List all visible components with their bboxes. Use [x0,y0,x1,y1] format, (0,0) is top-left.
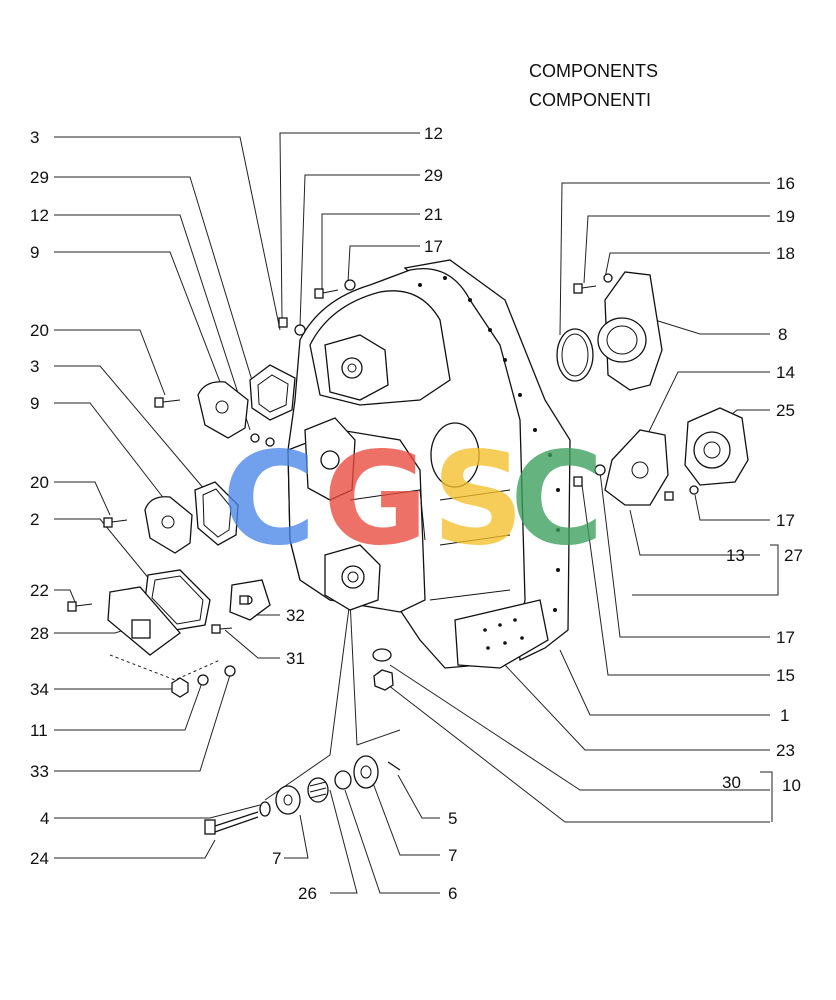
callout-33: 33 [30,762,49,781]
watermark: C G S C [222,425,604,574]
callout-3-upper: 3 [30,128,39,147]
callout-16: 16 [776,174,795,193]
callout-23: 23 [776,741,795,760]
callout-11: 11 [30,721,48,740]
callout-12-left: 12 [30,206,49,225]
callout-29-left: 29 [30,168,49,187]
callout-19: 19 [776,207,795,226]
callout-12-top: 12 [424,124,443,143]
callout-20-upper: 20 [30,321,49,340]
right-side-parts [556,271,749,506]
bottom-parts [204,648,401,835]
top-fasteners [278,279,356,336]
watermark-letter-c-2: C [510,425,604,574]
callout-29-top: 29 [424,166,443,185]
callout-21: 21 [424,205,443,224]
callout-34: 34 [30,680,49,699]
callout-17-top: 17 [424,237,443,256]
left-cover-parts [67,364,296,698]
callout-9-upper: 9 [30,243,39,262]
callout-6: 6 [448,884,457,903]
gearbox-housing [287,259,571,669]
callout-17-right-lower: 17 [776,628,795,647]
callout-10: 10 [782,776,801,795]
callout-32: 32 [286,606,305,625]
callout-13: 13 [726,546,745,565]
callout-8: 8 [778,325,787,344]
callout-4: 4 [40,809,49,828]
callout-20-lower: 20 [30,473,49,492]
title-italian: COMPONENTI [529,90,652,110]
callout-22: 22 [30,581,49,600]
callout-1: 1 [780,706,789,725]
watermark-letter-c: C [222,425,316,574]
callout-28: 28 [30,624,49,643]
callout-7-right: 7 [448,846,457,865]
watermark-letter-g: G [323,425,428,574]
title-english: COMPONENTS [529,61,659,81]
callout-14: 14 [776,363,795,382]
callout-17-right-upper: 17 [776,511,795,530]
callout-7-left: 7 [272,849,281,868]
callout-18: 18 [776,244,795,263]
callout-24: 24 [30,849,49,868]
callout-31: 31 [286,649,305,668]
callout-15: 15 [776,666,795,685]
callout-5: 5 [448,809,457,828]
callout-2: 2 [30,510,39,529]
callout-25: 25 [776,401,795,420]
watermark-letter-s: S [432,425,524,574]
leader-lines [54,132,779,894]
callout-26: 26 [298,884,317,903]
callout-3-lower: 3 [30,357,39,376]
callout-30: 30 [722,773,741,792]
callout-27: 27 [784,546,803,565]
callout-labels: 3 29 12 9 20 3 9 20 2 22 28 34 11 33 4 2… [30,124,803,903]
callout-9-lower: 9 [30,394,39,413]
